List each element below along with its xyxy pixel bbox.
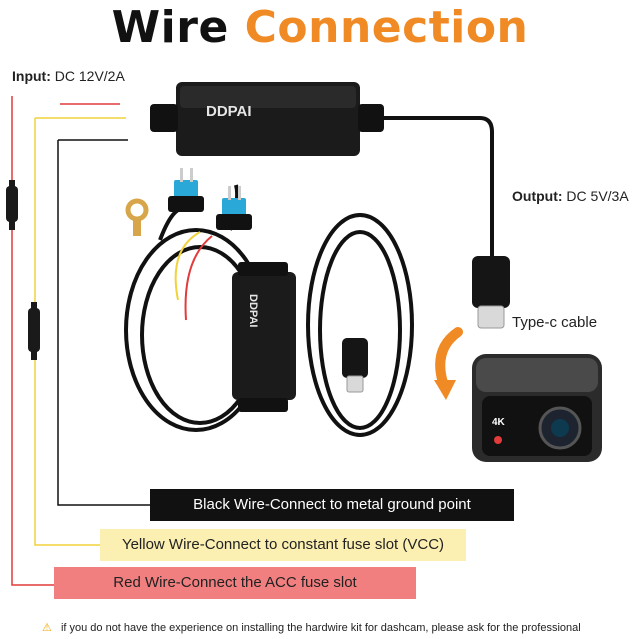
black-guide-wire — [57, 140, 150, 506]
terminal-ring-icon — [125, 198, 149, 236]
yellow-guide-wire — [34, 118, 100, 546]
black-wire-bar: Black Wire-Connect to metal ground point — [150, 489, 514, 521]
yellow-wire-bar: Yellow Wire-Connect to constant fuse slo… — [100, 529, 466, 561]
brand-logo-top: DDPAI — [206, 103, 252, 120]
output-label: Output: DC 5V/3A — [512, 188, 629, 204]
output-label-value: DC 5V/3A — [566, 188, 629, 204]
fuse-holder-left-1 — [6, 180, 18, 230]
dash-camera: 4K — [472, 354, 602, 462]
red-guide-wire — [11, 96, 54, 586]
converter-box-top: DDPAI — [150, 82, 384, 156]
red-wire-bar: Red Wire-Connect the ACC fuse slot — [54, 567, 416, 599]
camera-4k-badge: 4K — [492, 417, 506, 428]
input-label-key: Input: — [12, 68, 51, 84]
guide-wires — [11, 96, 150, 586]
converter-box-center: DDPAI — [232, 262, 296, 412]
small-typec-plug — [342, 338, 368, 393]
typec-cable-label: Type-c cable — [512, 314, 598, 331]
arrow-icon — [435, 327, 463, 391]
arrow-head-icon — [434, 380, 456, 400]
warning-icon: ⚠ — [42, 622, 52, 634]
brand-logo-center: DDPAI — [247, 294, 259, 327]
note-text: if you do not have the experience on ins… — [60, 622, 581, 634]
title-connection: Connection — [244, 2, 529, 53]
fuse-holder-left-2 — [28, 302, 40, 360]
blade-fuse-1 — [168, 168, 204, 212]
page-title: Wire Connection — [0, 2, 640, 53]
input-label: Input: DC 12V/2A — [12, 68, 125, 84]
red-wire-coil — [184, 235, 213, 321]
blade-fuse-2 — [216, 186, 252, 230]
installation-note: ⚠ if you do not have the experience on i… — [42, 621, 581, 634]
yellow-wire-coil — [174, 231, 201, 301]
title-wire: Wire — [111, 2, 229, 53]
typec-connector — [472, 256, 510, 329]
output-cable — [384, 116, 494, 258]
output-label-key: Output: — [512, 188, 563, 204]
input-label-value: DC 12V/2A — [54, 68, 125, 84]
